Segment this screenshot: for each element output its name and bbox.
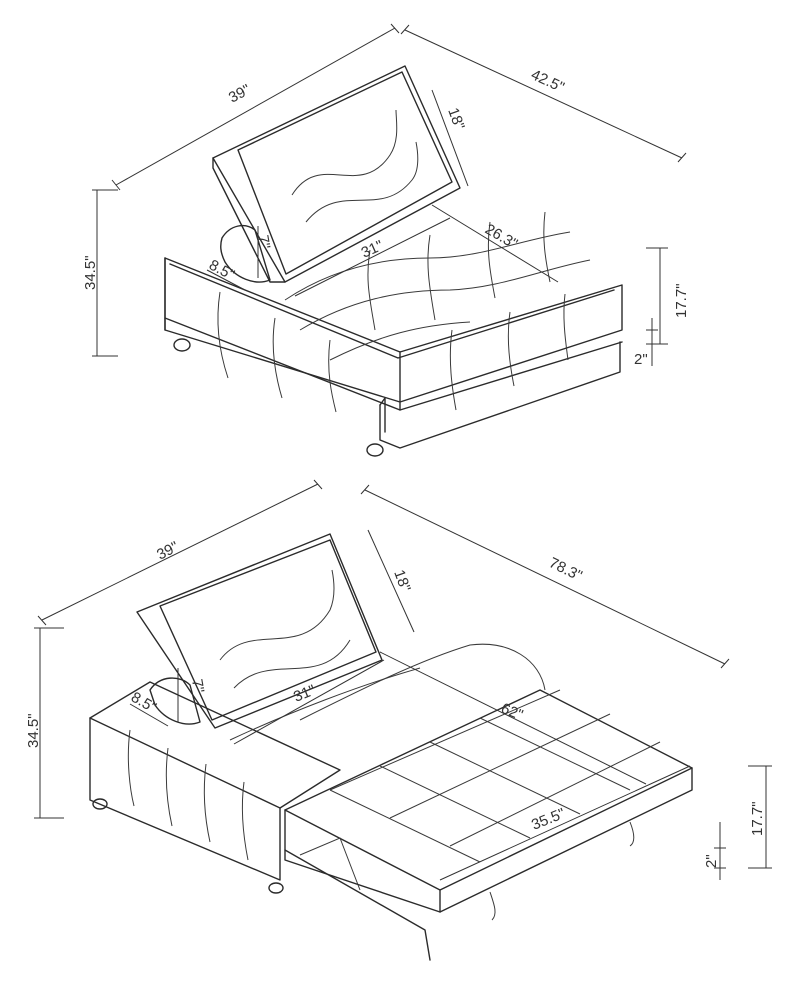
- sofabed-pillow: [149, 677, 201, 725]
- dim-label-width: 39": [226, 81, 253, 106]
- sofa-front-skirt: [379, 341, 621, 449]
- dim-label-leg-height: 2": [703, 854, 720, 868]
- dim-label-back-height: 18": [390, 568, 414, 595]
- dim-line-length: [364, 489, 726, 665]
- bed-frame-support: [299, 837, 361, 891]
- dim-line-depth: [404, 29, 683, 159]
- dim-line-width: [41, 483, 319, 621]
- dim-line-pillow-depth: [129, 703, 169, 727]
- dim-label-pillow-depth: 8.5": [206, 257, 237, 284]
- dim-label-seat-height: 17.7": [749, 801, 766, 836]
- sofa-figure: [164, 65, 623, 457]
- dim-label-height: 34.5": [82, 255, 99, 290]
- dim-line-back-height: [367, 529, 415, 633]
- dim-line-width: [115, 27, 396, 186]
- dim-label-pillow-height: 7": [188, 678, 207, 694]
- dim-label-back-height: 18": [444, 106, 468, 133]
- sofa-back-cushion: [212, 65, 461, 283]
- dim-label-depth: 42.5": [528, 66, 566, 96]
- bed-mattress-top: [284, 689, 693, 891]
- dim-label-pillow-height: 7": [254, 234, 273, 250]
- dim-line-back-height: [431, 89, 469, 187]
- sofa-seat-edge: [169, 263, 615, 359]
- sofa-leg: [173, 338, 191, 352]
- cushion-wave-icon: [291, 109, 398, 196]
- dim-label-leg-height: 2": [634, 351, 648, 368]
- cushion-wave-icon: [219, 569, 335, 661]
- dim-label-bed-length: 62": [499, 700, 526, 724]
- dim-label-width: 39": [154, 538, 181, 563]
- sofabed-back-cushion: [136, 533, 383, 729]
- dim-line-pillow-depth: [206, 269, 246, 291]
- dim-line-bed-length: [379, 651, 647, 785]
- dim-line-seat-width: [233, 659, 385, 745]
- bed-front: [439, 767, 693, 913]
- sofa-plinth: [164, 317, 623, 411]
- bed-handle: [629, 821, 635, 847]
- bed-handle: [489, 891, 496, 921]
- dim-line-seat-depth: [431, 204, 559, 283]
- sofabed-leg: [268, 882, 284, 894]
- dim-label-bed-width: 35.5": [529, 805, 567, 834]
- sofabed-body-side: [89, 717, 281, 881]
- sofabed-figure: [89, 533, 693, 961]
- sofa-leg: [366, 443, 384, 457]
- sofa-pillow: [220, 224, 271, 283]
- dim-line-seat-width: [294, 217, 451, 297]
- sofabed-leg: [92, 798, 108, 810]
- dim-label-seat-height: 17.7": [673, 283, 690, 318]
- dim-label-height: 34.5": [25, 713, 42, 748]
- dim-line-bed-width: [439, 765, 691, 881]
